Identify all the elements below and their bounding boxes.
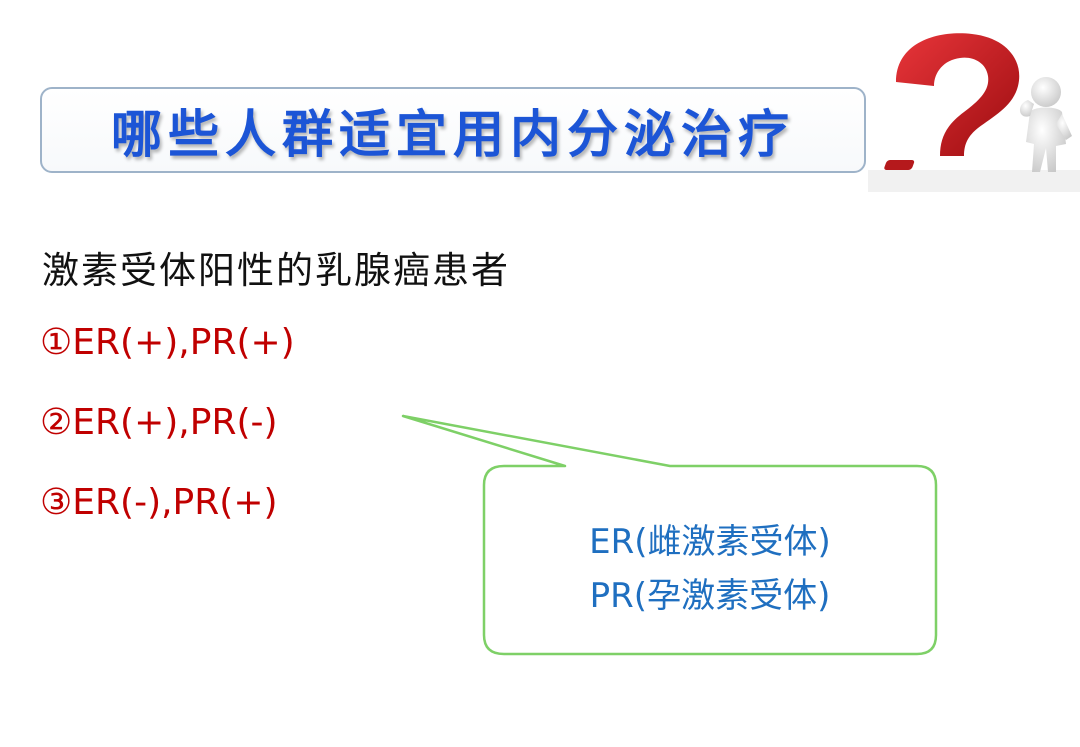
receptor-item-3: ③ER(-),PR(+) bbox=[40, 482, 278, 523]
page-title: 哪些人群适宜用内分泌治疗 bbox=[110, 106, 795, 165]
callout-line-pr: PR(孕激素受体) bbox=[589, 576, 831, 616]
question-mark-figure-icon bbox=[868, 33, 1080, 192]
callout-line-er: ER(雌激素受体) bbox=[589, 522, 831, 562]
receptor-item-2: ②ER(+),PR(-) bbox=[40, 402, 278, 443]
subtitle: 激素受体阳性的乳腺癌患者 bbox=[42, 249, 510, 292]
title-box: 哪些人群适宜用内分泌治疗 bbox=[40, 87, 866, 173]
receptor-item-1: ①ER(+),PR(+) bbox=[40, 322, 295, 363]
